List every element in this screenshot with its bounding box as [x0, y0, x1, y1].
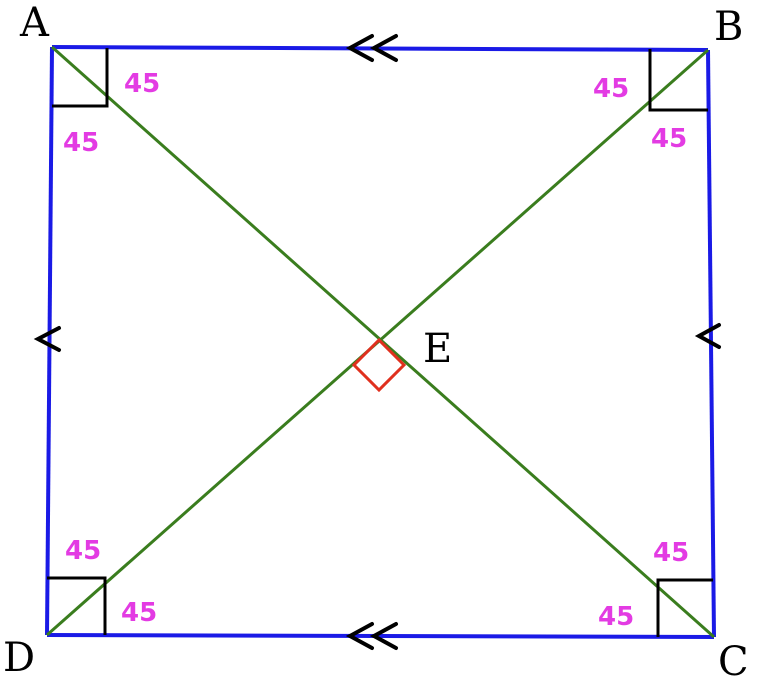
right-angle-mark-d — [47, 576, 107, 635]
angle-label-c-left: 45 — [598, 602, 634, 632]
parallel-marks-left-right — [33, 323, 721, 352]
vertex-label-c: C — [718, 639, 749, 684]
vertex-label-d: D — [3, 635, 35, 681]
right-angle-mark-c — [656, 578, 713, 637]
side-ab — [51, 45, 709, 52]
vertex-label-e: E — [423, 326, 452, 372]
angle-label-d-up: 45 — [65, 536, 101, 566]
double-arrow-mark-bottom-1 — [345, 622, 374, 650]
single-arrow-mark-left — [33, 326, 61, 352]
side-cd — [46, 633, 715, 639]
angle-label-a-right: 45 — [124, 69, 160, 99]
angle-labels: 45 45 45 45 45 45 45 45 — [63, 69, 689, 632]
angle-label-b-left: 45 — [593, 74, 629, 104]
side-da — [45, 46, 54, 636]
corner-right-angle-marks — [47, 48, 713, 637]
vertex-label-a: A — [19, 0, 50, 46]
angle-label-b-down: 45 — [651, 124, 687, 154]
vertex-label-b: B — [714, 4, 743, 50]
angle-label-a-down: 45 — [63, 128, 99, 158]
parallel-marks-top-bottom — [345, 34, 398, 650]
angle-label-d-right: 45 — [121, 598, 157, 628]
double-arrow-mark-top-1 — [345, 34, 374, 62]
double-arrow-mark-bottom-2 — [369, 622, 398, 650]
square-sides — [45, 45, 716, 639]
angle-label-c-up: 45 — [653, 538, 689, 568]
right-angle-mark-a — [52, 48, 109, 108]
double-arrow-mark-top-2 — [369, 34, 398, 62]
right-angle-mark-e — [351, 337, 407, 393]
single-arrow-mark-right — [694, 323, 721, 349]
right-angle-mark-b — [648, 49, 708, 112]
